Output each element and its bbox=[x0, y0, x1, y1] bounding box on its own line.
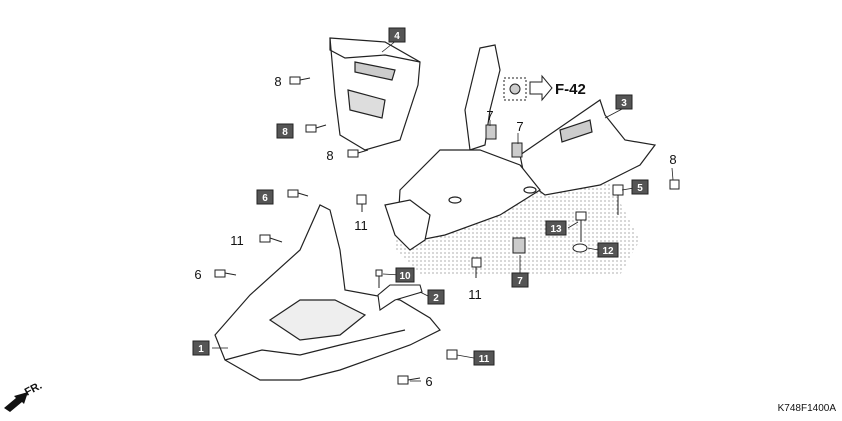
callout-8-a: 8 bbox=[274, 74, 281, 89]
callout-numbers: 8 8 8 7 7 11 11 11 6 6 bbox=[194, 74, 676, 389]
callout-11-boxed: 11 bbox=[479, 354, 490, 365]
callout-8-boxed: 8 bbox=[282, 127, 288, 138]
callout-4: 4 bbox=[394, 31, 400, 42]
diagram-code: K748F1400A bbox=[778, 403, 837, 414]
callout-box-7 bbox=[511, 272, 529, 288]
fasteners bbox=[214, 76, 680, 385]
callout-box-5 bbox=[631, 179, 649, 195]
callout-7-b: 7 bbox=[516, 119, 523, 134]
callout-box-2 bbox=[427, 289, 445, 305]
callout-5: 5 bbox=[637, 183, 643, 194]
callout-boxes: 4 3 8 6 5 13 12 7 10 2 11 1 bbox=[192, 27, 649, 366]
callout-box-6 bbox=[256, 189, 274, 205]
front-arrow-icon bbox=[4, 392, 28, 412]
callout-8-d: 8 bbox=[669, 152, 676, 167]
callout-13: 13 bbox=[550, 224, 562, 235]
callout-1: 1 bbox=[198, 344, 204, 355]
callout-box-13 bbox=[545, 220, 567, 236]
part-4-shape bbox=[329, 37, 421, 151]
reference-label: F-42 bbox=[555, 81, 586, 98]
callout-10: 10 bbox=[399, 271, 411, 282]
callout-box-11 bbox=[473, 350, 495, 366]
front-direction-indicator: FR. bbox=[4, 380, 44, 412]
part-1-shape bbox=[214, 199, 441, 381]
callout-6-c: 6 bbox=[425, 374, 432, 389]
callout-6-boxed: 6 bbox=[262, 193, 268, 204]
reference-f42 bbox=[503, 74, 553, 102]
part-3-shape bbox=[397, 44, 657, 241]
callout-7-boxed: 7 bbox=[517, 276, 523, 287]
callout-box-4 bbox=[388, 27, 406, 43]
callout-12: 12 bbox=[602, 246, 614, 257]
callout-box-3 bbox=[615, 94, 633, 110]
callout-box-10 bbox=[395, 267, 415, 283]
callout-3: 3 bbox=[621, 98, 627, 109]
callout-box-1 bbox=[192, 340, 210, 356]
part-2-shape bbox=[377, 284, 423, 311]
callout-11-b: 11 bbox=[230, 233, 244, 248]
front-label: FR. bbox=[23, 380, 44, 399]
callout-box-8 bbox=[276, 123, 294, 139]
callout-7-a: 7 bbox=[486, 108, 493, 123]
callout-11-a: 11 bbox=[354, 218, 368, 233]
callout-11-c: 11 bbox=[468, 287, 482, 302]
callout-8-c: 8 bbox=[326, 148, 333, 163]
callout-box-12 bbox=[597, 242, 619, 258]
callout-6-b: 6 bbox=[194, 267, 201, 282]
callout-2: 2 bbox=[433, 293, 439, 304]
